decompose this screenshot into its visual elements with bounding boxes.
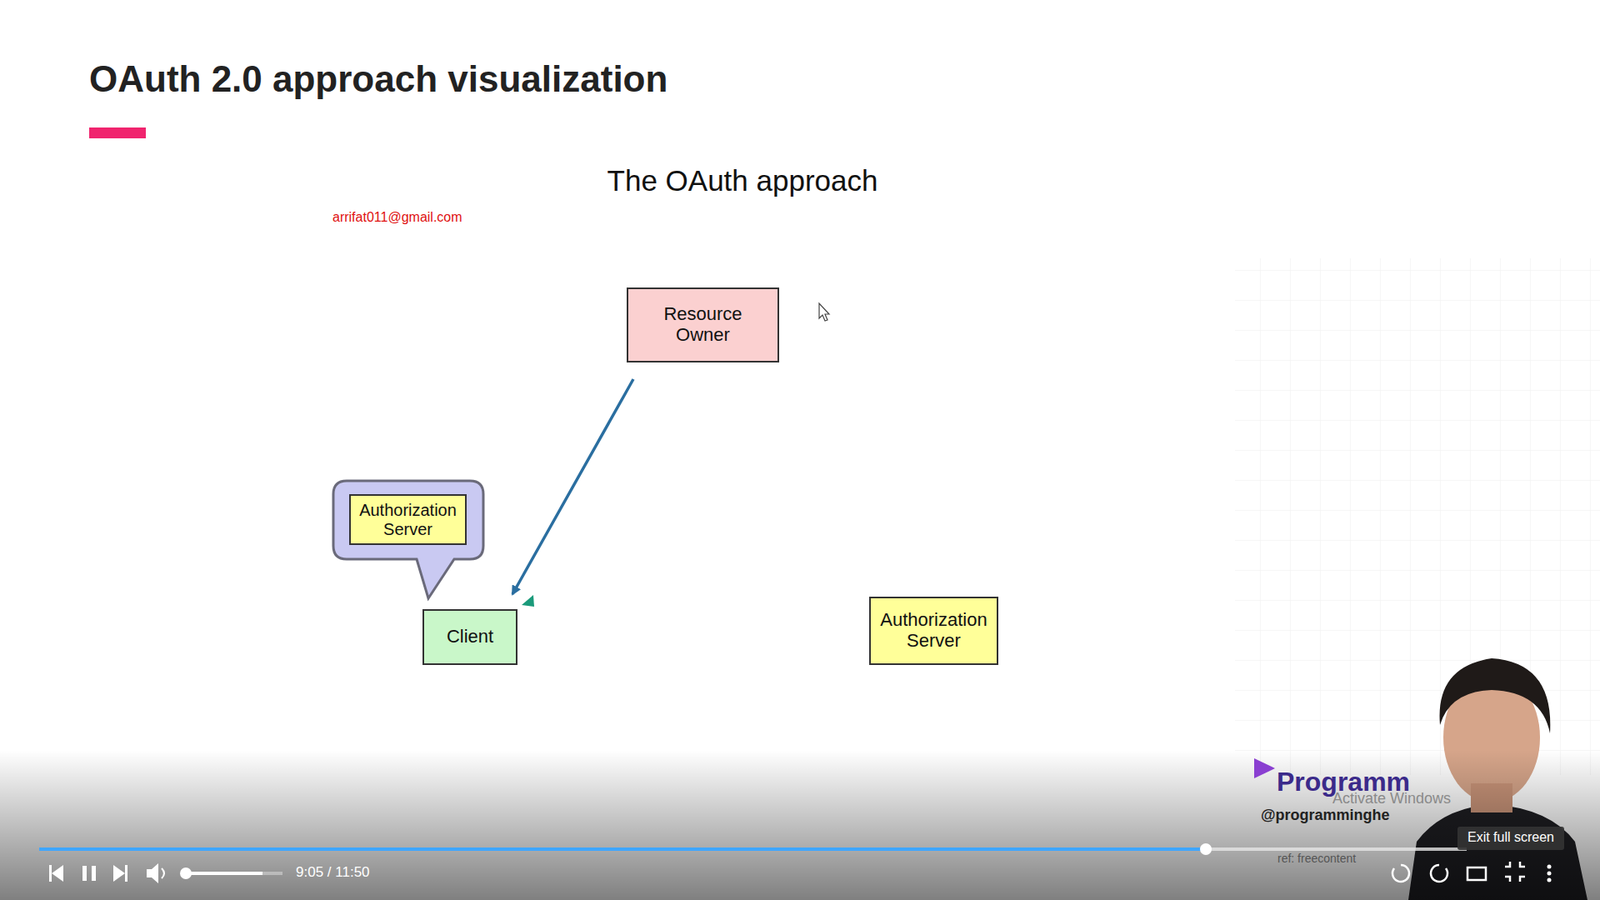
node-text: Resource Owner <box>635 304 771 345</box>
slide-title: OAuth 2.0 approach visualization <box>89 58 668 100</box>
node-text: Authorization Server <box>877 610 990 651</box>
more-dots <box>1547 865 1552 883</box>
progress-knob <box>1200 843 1212 855</box>
auth-server-box: Authorization Server <box>349 494 467 545</box>
controls-shade <box>0 750 1600 900</box>
resource-owner-box: Resource Owner <box>626 287 780 363</box>
accent-bar <box>89 127 146 139</box>
grid-pattern <box>1235 258 1600 775</box>
logo-mark <box>1254 758 1275 779</box>
progress-track <box>39 847 1467 851</box>
node-text: Client <box>430 626 510 648</box>
tooltip-box <box>1457 826 1565 850</box>
email-watermark: arrifat011@gmail.com <box>332 210 463 225</box>
channel-handle: @programminghe <box>1260 806 1390 825</box>
speech-bubble <box>333 480 484 599</box>
auth-server-box: Authorization Server <box>869 596 999 665</box>
mouse-cursor <box>819 303 830 321</box>
client-box: Client <box>422 609 518 665</box>
flow-arrow <box>512 379 634 595</box>
small-triangle <box>521 595 535 607</box>
slide-subtitle: The OAuth approach <box>607 164 879 198</box>
os-watermark: Activate Windows <box>1332 790 1451 808</box>
progress-played <box>39 847 1206 851</box>
player-controls <box>49 863 283 884</box>
tooltip-text: Exit full screen <box>1467 830 1555 845</box>
time-display: 9:05 / 11:50 <box>295 864 370 881</box>
player-right-controls <box>1392 861 1525 882</box>
reference-note: ref: freecontent <box>1277 851 1356 865</box>
node-text: Authorization Server <box>357 500 459 539</box>
